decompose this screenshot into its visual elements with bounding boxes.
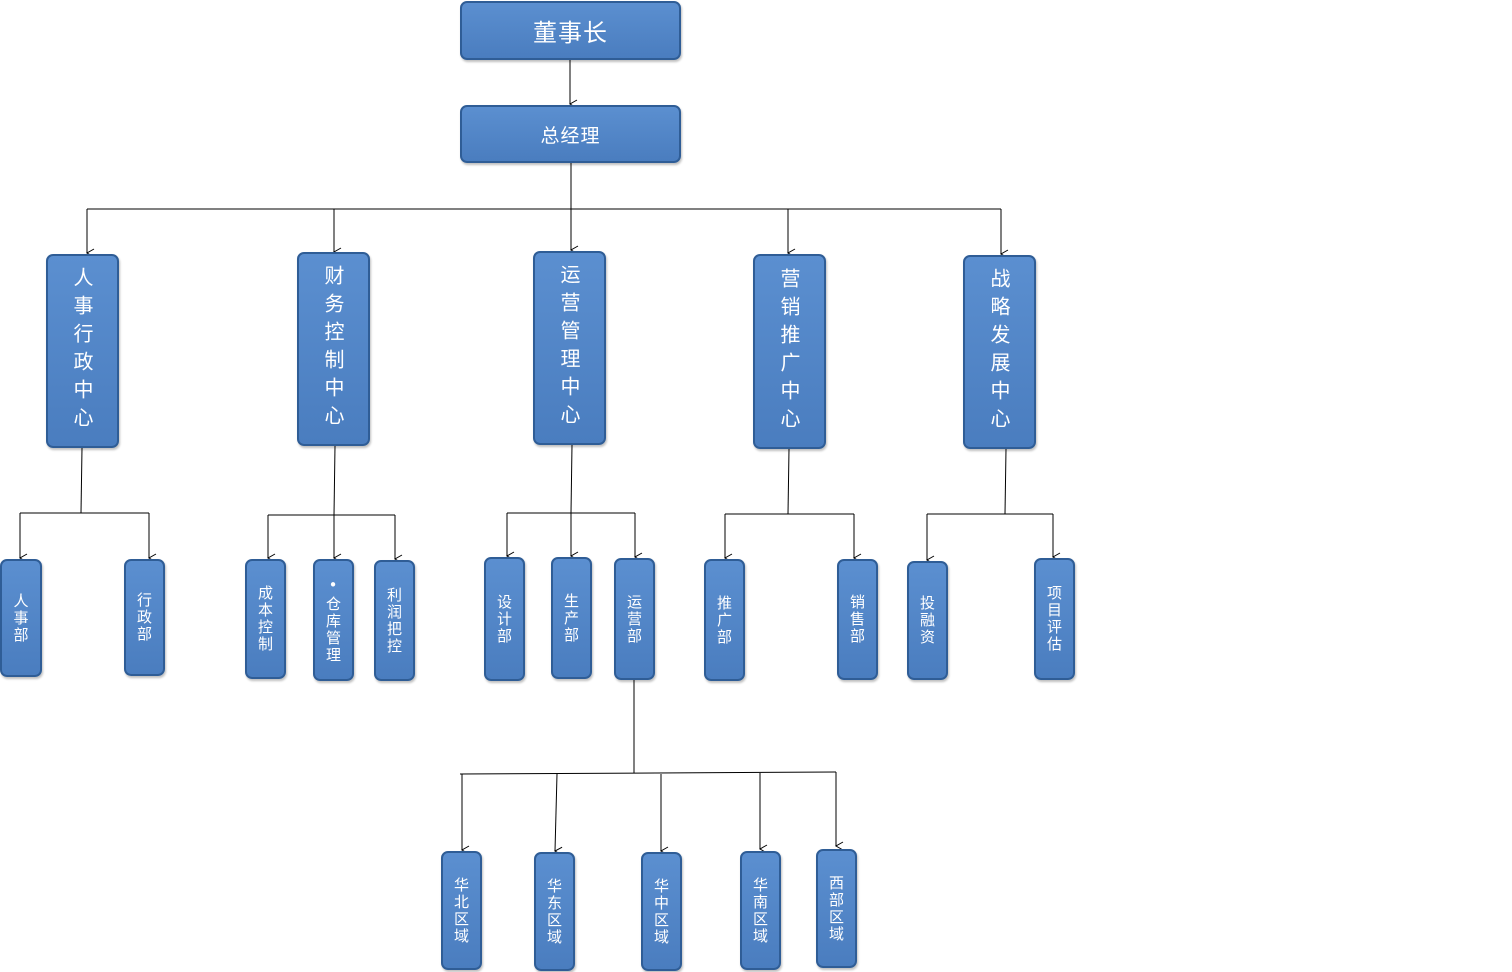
design-department-box: 设计部 [484,557,525,681]
strategy-development-center-label: 战略发展中心 [987,268,1011,436]
sales-department-label: 销售部 [848,594,866,645]
strategy-development-center-box: 战略发展中心 [963,255,1036,449]
east-china-region-label: 华东区域 [545,877,563,946]
warehouse-management-box: •仓库管理 [313,559,354,681]
east-china-region-box: 华东区域 [534,852,575,971]
operations-management-center-label: 运营管理中心 [557,264,581,432]
hr-admin-center-box: 人事行政中心 [46,254,119,448]
general-manager-box: 总经理 [460,105,681,163]
north-china-region-box: 华北区域 [441,851,482,970]
operations-department-box: 运营部 [614,558,655,680]
western-region-label: 西部区域 [827,874,845,943]
western-region-box: 西部区域 [816,849,857,968]
admin-department-label: 行政部 [135,592,153,643]
investment-financing-box: 投融资 [907,561,948,680]
design-department-label: 设计部 [495,593,513,645]
operations-department-label: 运营部 [625,593,643,645]
hr-admin-center-label: 人事行政中心 [70,267,94,435]
south-china-region-box: 华南区域 [740,851,781,970]
project-evaluation-label: 项目评估 [1045,585,1063,653]
hr-department-box: 人事部 [0,559,42,677]
marketing-promotion-center-box: 营销推广中心 [753,254,826,449]
promotion-department-label: 推广部 [715,594,733,646]
operations-management-center-box: 运营管理中心 [533,251,606,445]
hr-department-label: 人事部 [11,592,30,644]
central-china-region-label: 华中区域 [652,877,670,946]
chairman-box: 董事长 [460,1,681,60]
general-manager-label: 总经理 [540,124,601,147]
chairman-label: 董事长 [533,19,608,47]
central-china-region-box: 华中区域 [641,852,682,971]
south-china-region-label: 华南区域 [751,876,769,945]
production-department-label: 生产部 [562,592,580,644]
project-evaluation-box: 项目评估 [1034,558,1075,680]
investment-financing-label: 投融资 [918,595,936,646]
warehouse-management-label: •仓库管理 [324,576,342,664]
north-china-region-label: 华北区域 [452,876,470,945]
profit-control-label: 利润把控 [385,586,403,655]
profit-control-box: 利润把控 [374,560,415,681]
cost-control-label: 成本控制 [256,585,274,653]
finance-control-center-box: 财务控制中心 [297,252,370,446]
marketing-promotion-center-label: 营销推广中心 [777,267,801,436]
production-department-box: 生产部 [551,557,592,679]
promotion-department-box: 推广部 [704,559,745,681]
admin-department-box: 行政部 [124,559,165,676]
finance-control-center-label: 财务控制中心 [321,265,345,433]
cost-control-box: 成本控制 [245,559,286,679]
sales-department-box: 销售部 [837,559,878,680]
